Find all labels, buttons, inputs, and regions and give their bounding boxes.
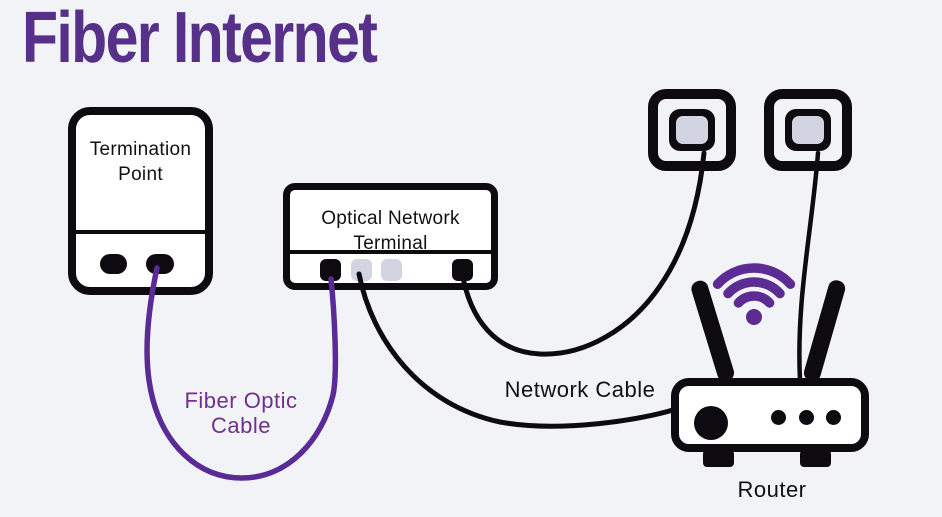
- router-foot-right: [800, 450, 831, 467]
- fiber-optic-cable-label: Fiber Optic Cable: [184, 388, 298, 438]
- network-cable-label: Network Cable: [504, 377, 656, 402]
- optical-network-terminal-box: Optical Network Terminal: [283, 183, 498, 290]
- ont-label: Optical Network Terminal: [321, 208, 460, 254]
- router-foot-left: [703, 450, 734, 467]
- ont-to-outlet-cable: [459, 150, 707, 357]
- ont-divider: [290, 250, 491, 254]
- ont-lan-port-3: [452, 259, 473, 281]
- wall-outlet-right-jack: [785, 109, 831, 151]
- router-antenna-right: [802, 278, 848, 384]
- router-antenna-left: [689, 278, 737, 384]
- termination-point-label: Termination Point: [89, 139, 192, 185]
- wall-outlet-left-jack: [669, 109, 715, 151]
- termination-point-port-2: [146, 254, 174, 274]
- ont-lan-port-2: [381, 259, 402, 281]
- wifi-icon: [712, 263, 796, 325]
- termination-point-divider: [76, 230, 205, 234]
- wall-outlet-right: [764, 89, 852, 171]
- router-label: Router: [737, 477, 807, 502]
- termination-point-port-1: [100, 254, 127, 274]
- router-power-button: [694, 406, 728, 440]
- router-led-2: [799, 410, 814, 425]
- wall-outlet-left: [648, 89, 736, 171]
- router-led-3: [826, 410, 841, 425]
- termination-point-box: Termination Point: [68, 107, 213, 295]
- router-led-1: [771, 410, 786, 425]
- ont-fiber-port: [320, 259, 341, 281]
- fiber-optic-cable: [144, 265, 339, 481]
- page-title: Fiber Internet: [22, 0, 378, 78]
- ont-lan-port-1: [351, 259, 372, 281]
- router-box: [671, 378, 869, 452]
- network-cable: [356, 271, 679, 429]
